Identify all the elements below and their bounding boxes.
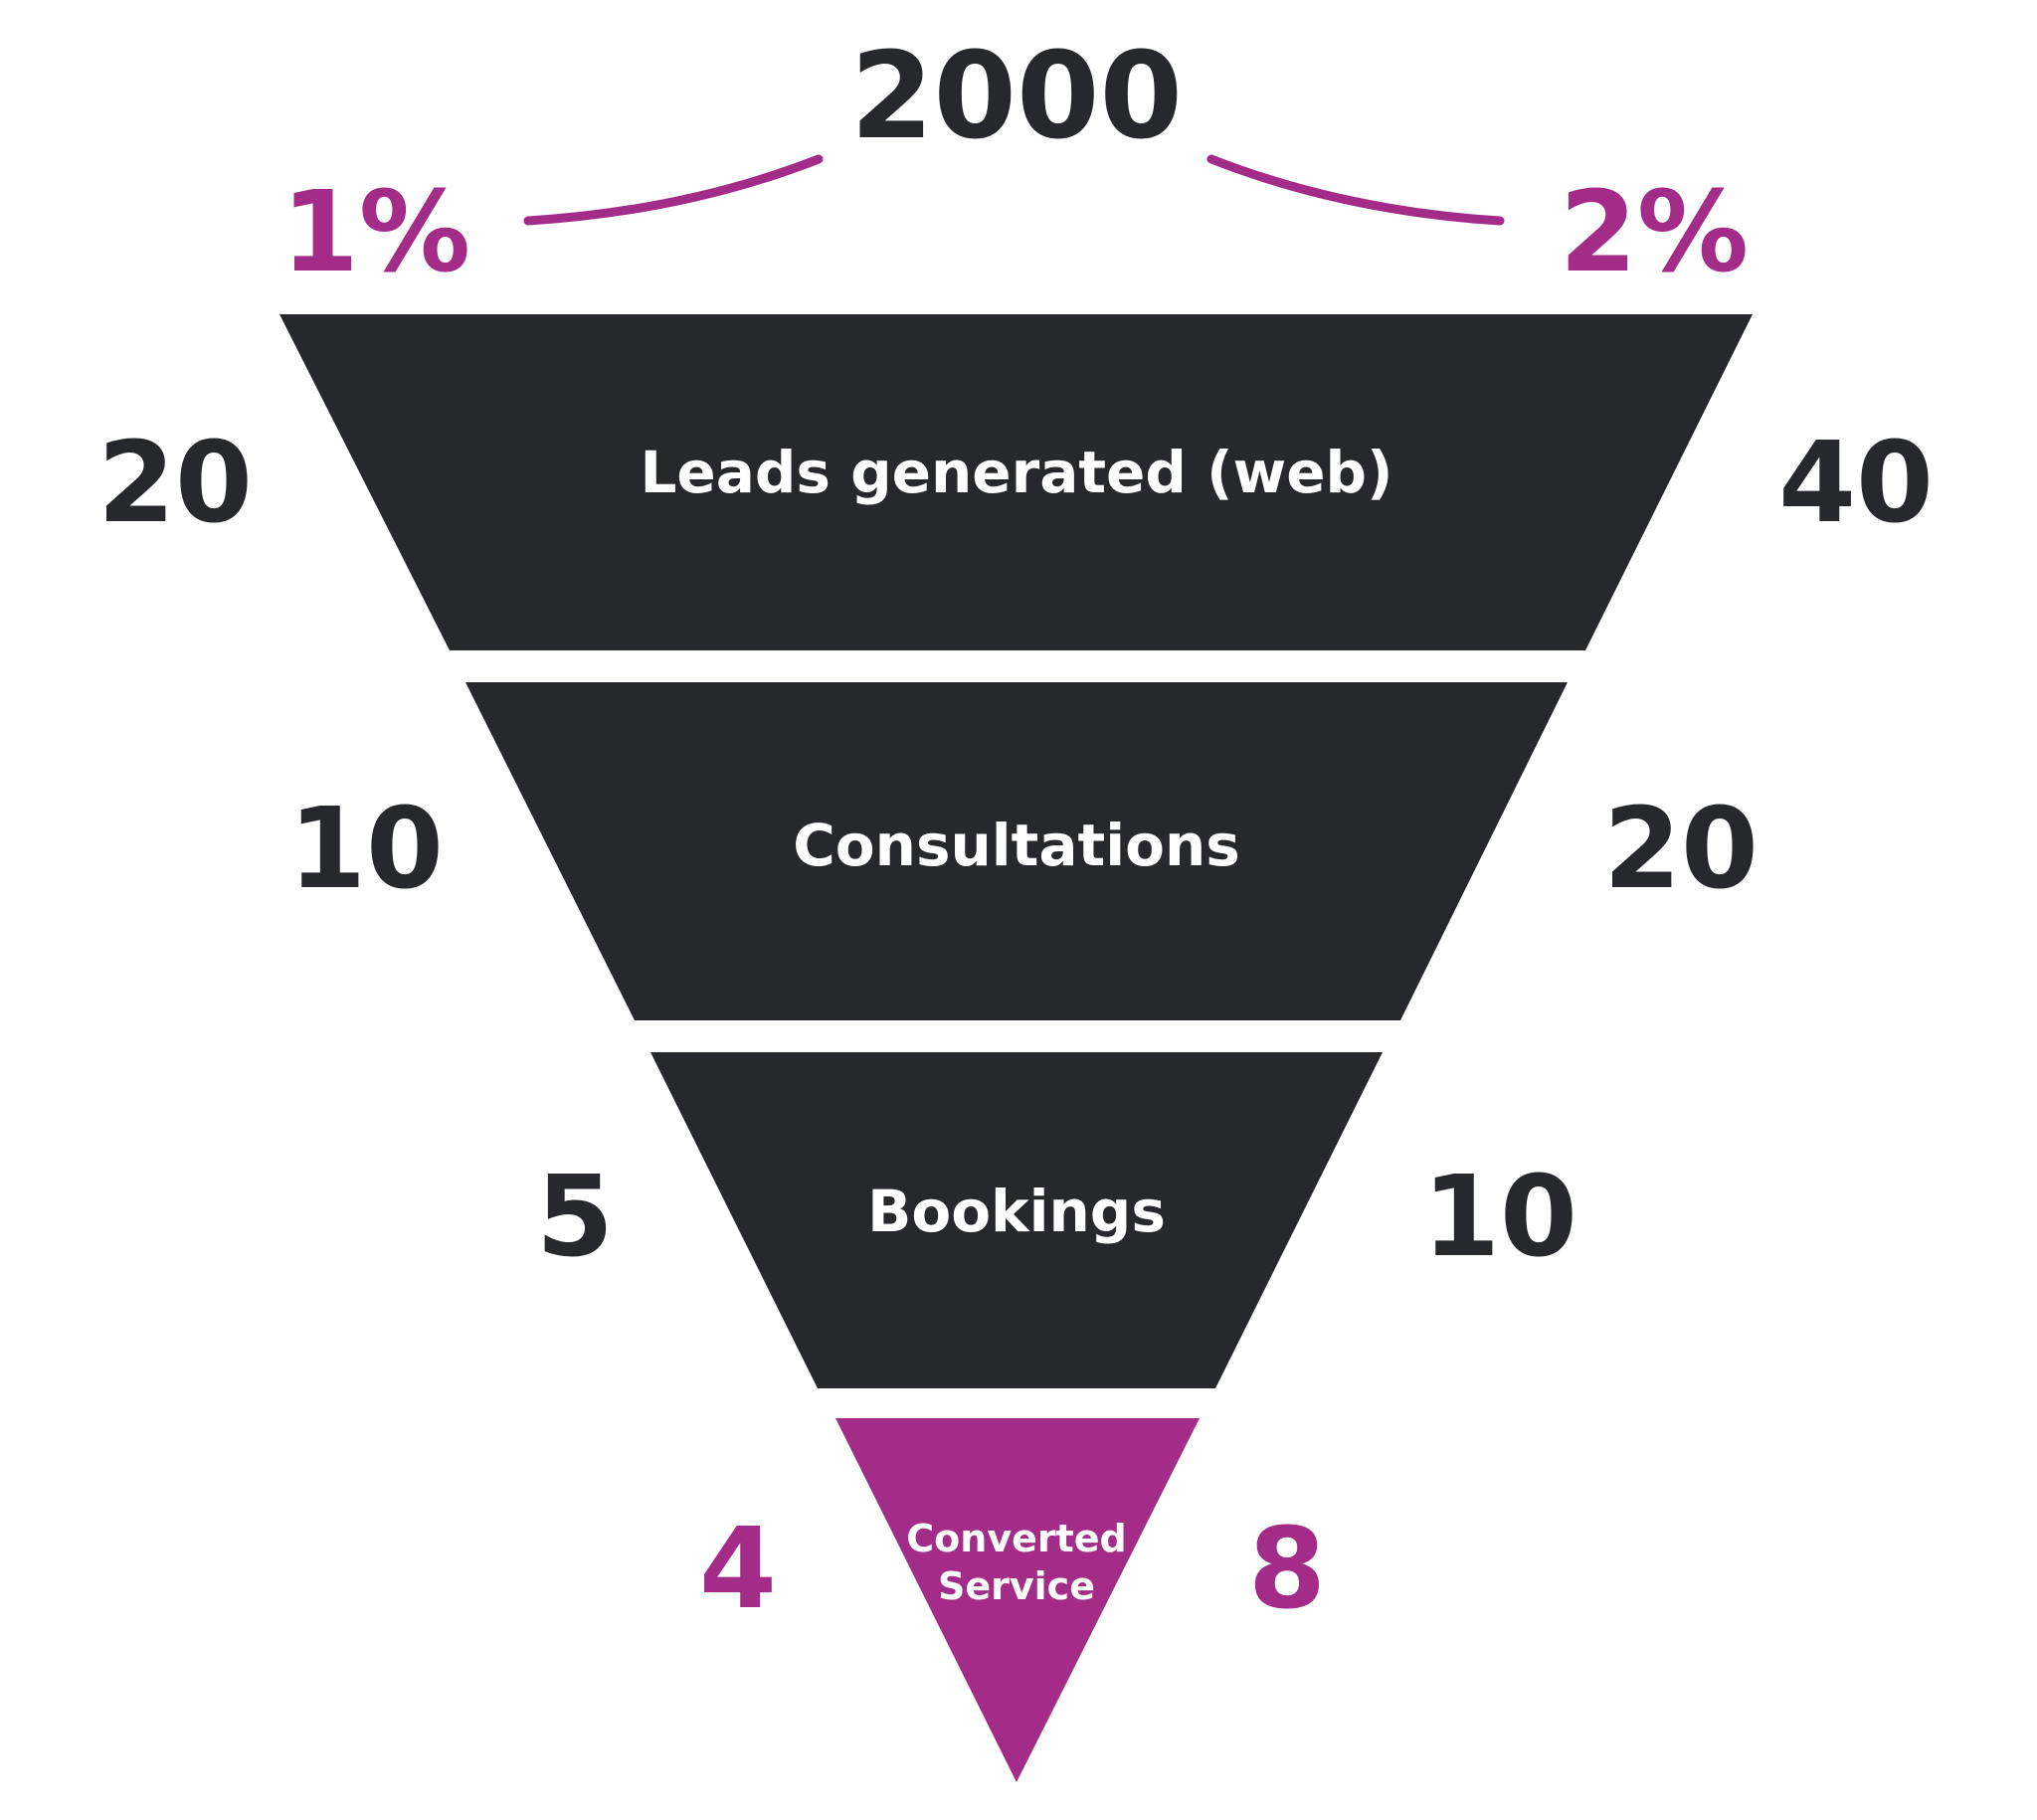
bracket-left bbox=[523, 154, 824, 226]
rate-low: 1% bbox=[281, 168, 470, 297]
funnel-stage-converted bbox=[835, 1418, 1200, 1782]
stage-low-consultations: 10 bbox=[288, 785, 444, 914]
stage-label-converted-line2: Service bbox=[938, 1564, 1095, 1608]
funnel-stage-leads bbox=[279, 314, 1753, 650]
stage-high-bookings: 10 bbox=[1422, 1153, 1577, 1282]
funnel-stage-consultations bbox=[465, 682, 1568, 1020]
stage-label-consultations: Consultations bbox=[793, 812, 1240, 879]
total-visitors: 2000 bbox=[850, 28, 1183, 166]
stage-high-converted: 8 bbox=[1248, 1505, 1326, 1634]
stage-low-leads: 20 bbox=[97, 419, 253, 548]
funnel-stage-bookings bbox=[650, 1052, 1383, 1388]
stage-low-bookings: 5 bbox=[536, 1153, 614, 1282]
stage-label-bookings: Bookings bbox=[867, 1178, 1166, 1245]
stage-low-converted: 4 bbox=[699, 1505, 777, 1634]
bracket-right bbox=[1206, 154, 1505, 226]
rate-high: 2% bbox=[1560, 168, 1749, 297]
stage-label-converted-line1: Converted bbox=[906, 1517, 1126, 1560]
stage-label-leads: Leads generated (web) bbox=[640, 439, 1392, 506]
stage-high-consultations: 20 bbox=[1603, 785, 1759, 914]
stage-high-leads: 40 bbox=[1778, 419, 1934, 548]
